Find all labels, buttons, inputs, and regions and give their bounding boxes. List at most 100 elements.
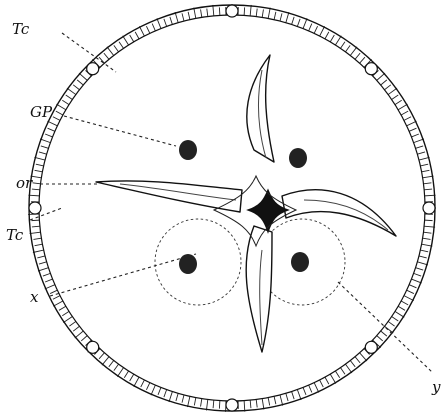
fringe-tick	[244, 7, 245, 15]
fringe-tick	[53, 296, 60, 300]
marginal-sense-organ	[226, 399, 238, 411]
fringe-tick	[41, 146, 49, 148]
fringe-tick	[416, 146, 424, 148]
fringe-tick	[355, 53, 360, 59]
fringe-tick	[392, 95, 399, 99]
fringe-tick	[213, 400, 214, 408]
oral-arm-upper	[247, 55, 274, 162]
fringe-tick	[409, 128, 416, 131]
fringe-tick	[409, 285, 416, 288]
marginal-sense-organ	[87, 341, 99, 353]
fringe-tick	[423, 232, 431, 233]
fringe-tick	[37, 256, 45, 258]
fringe-tick	[35, 244, 43, 245]
fringe-tick	[268, 398, 269, 406]
fringe-tick	[39, 152, 47, 154]
fringe-tick	[395, 100, 402, 104]
fringe-tick	[330, 35, 334, 42]
fringe-tick	[325, 377, 329, 384]
fringe-tick	[256, 399, 257, 407]
fringe-tick	[417, 152, 425, 154]
fringe-tick	[392, 316, 399, 320]
fringe-tick	[420, 250, 428, 252]
fringe-tick	[176, 393, 178, 401]
fringe-tick	[398, 306, 405, 310]
fringe-tick	[401, 301, 408, 305]
fringe-tick	[201, 9, 202, 17]
label-y: y	[431, 378, 441, 396]
fringe-tick	[62, 100, 69, 104]
fringe-tick	[280, 13, 282, 21]
fringe-tick	[384, 85, 390, 90]
fringe-tick	[73, 85, 79, 90]
fringe-tick	[188, 12, 190, 20]
fringe-tick	[424, 189, 432, 190]
fringe-tick	[411, 134, 418, 137]
fringe-tick	[109, 360, 114, 366]
fringe-tick	[45, 134, 52, 137]
fringe-tick	[292, 392, 294, 400]
fringe-tick	[119, 42, 123, 49]
fringe-tick	[158, 387, 161, 394]
fringe-tick	[219, 401, 220, 409]
fringe-tick	[170, 17, 172, 25]
fringe-tick	[414, 273, 422, 276]
fringe-tick	[48, 128, 55, 131]
marginal-sense-organ	[365, 341, 377, 353]
fringe-tick	[56, 111, 63, 115]
fringe-tick	[135, 32, 139, 39]
fringe-tick	[419, 256, 427, 258]
label-gp: GP	[30, 103, 53, 121]
fringe-tick	[33, 183, 41, 184]
fringe-tick	[164, 19, 167, 27]
oral-arms	[96, 55, 396, 352]
fringe-tick	[340, 368, 344, 375]
gastric-pit-upper-right	[289, 148, 307, 168]
label-tc-lower: Tc	[6, 226, 24, 244]
fringe-tick	[146, 383, 149, 390]
fringe-tick	[73, 326, 79, 331]
fringe-tick	[422, 170, 430, 171]
fringe-tick	[50, 290, 57, 293]
fringe-tick	[314, 26, 317, 33]
fringe-tick	[381, 331, 387, 336]
label-or: or	[16, 174, 33, 192]
oral-arm-lower	[246, 226, 272, 352]
fringe-tick	[141, 380, 145, 387]
fringe-tick	[164, 390, 167, 398]
fringe-tick	[32, 189, 40, 190]
marginal-sense-organ	[365, 63, 377, 75]
fringe-tick	[340, 42, 344, 49]
fringe-tick	[250, 400, 251, 408]
fringe-tick	[69, 321, 75, 326]
fringe-tick	[274, 12, 276, 20]
fringe-tick	[124, 371, 128, 378]
fringe-tick	[33, 238, 41, 239]
fringe-tick	[36, 164, 44, 166]
fringe-tick	[404, 117, 411, 121]
fringe-tick	[207, 9, 208, 17]
fringe-tick	[32, 226, 40, 227]
fringe-tick	[423, 183, 431, 184]
fringe-tick	[407, 290, 414, 293]
fringe-tick	[77, 80, 83, 85]
marginal-sense-organ	[29, 202, 41, 214]
fringe-tick	[420, 164, 428, 166]
marginal-sense-organ	[87, 63, 99, 75]
marginal-sense-organ	[423, 202, 435, 214]
fringe-tick	[114, 364, 119, 370]
fringe-tick	[146, 26, 149, 33]
fringe-tick	[256, 9, 257, 17]
fringe-tick	[377, 336, 383, 341]
fringe-tick	[45, 279, 52, 282]
fringe-tick	[320, 380, 324, 387]
fringe-tick	[355, 357, 360, 363]
fringe-tick	[43, 273, 51, 276]
fringe-tick	[194, 398, 195, 406]
fringe-tick	[423, 238, 431, 239]
fringe-tick	[286, 393, 288, 401]
fringe-tick	[309, 385, 312, 392]
fringe-tick	[114, 45, 119, 51]
fringe-tick	[62, 311, 69, 315]
